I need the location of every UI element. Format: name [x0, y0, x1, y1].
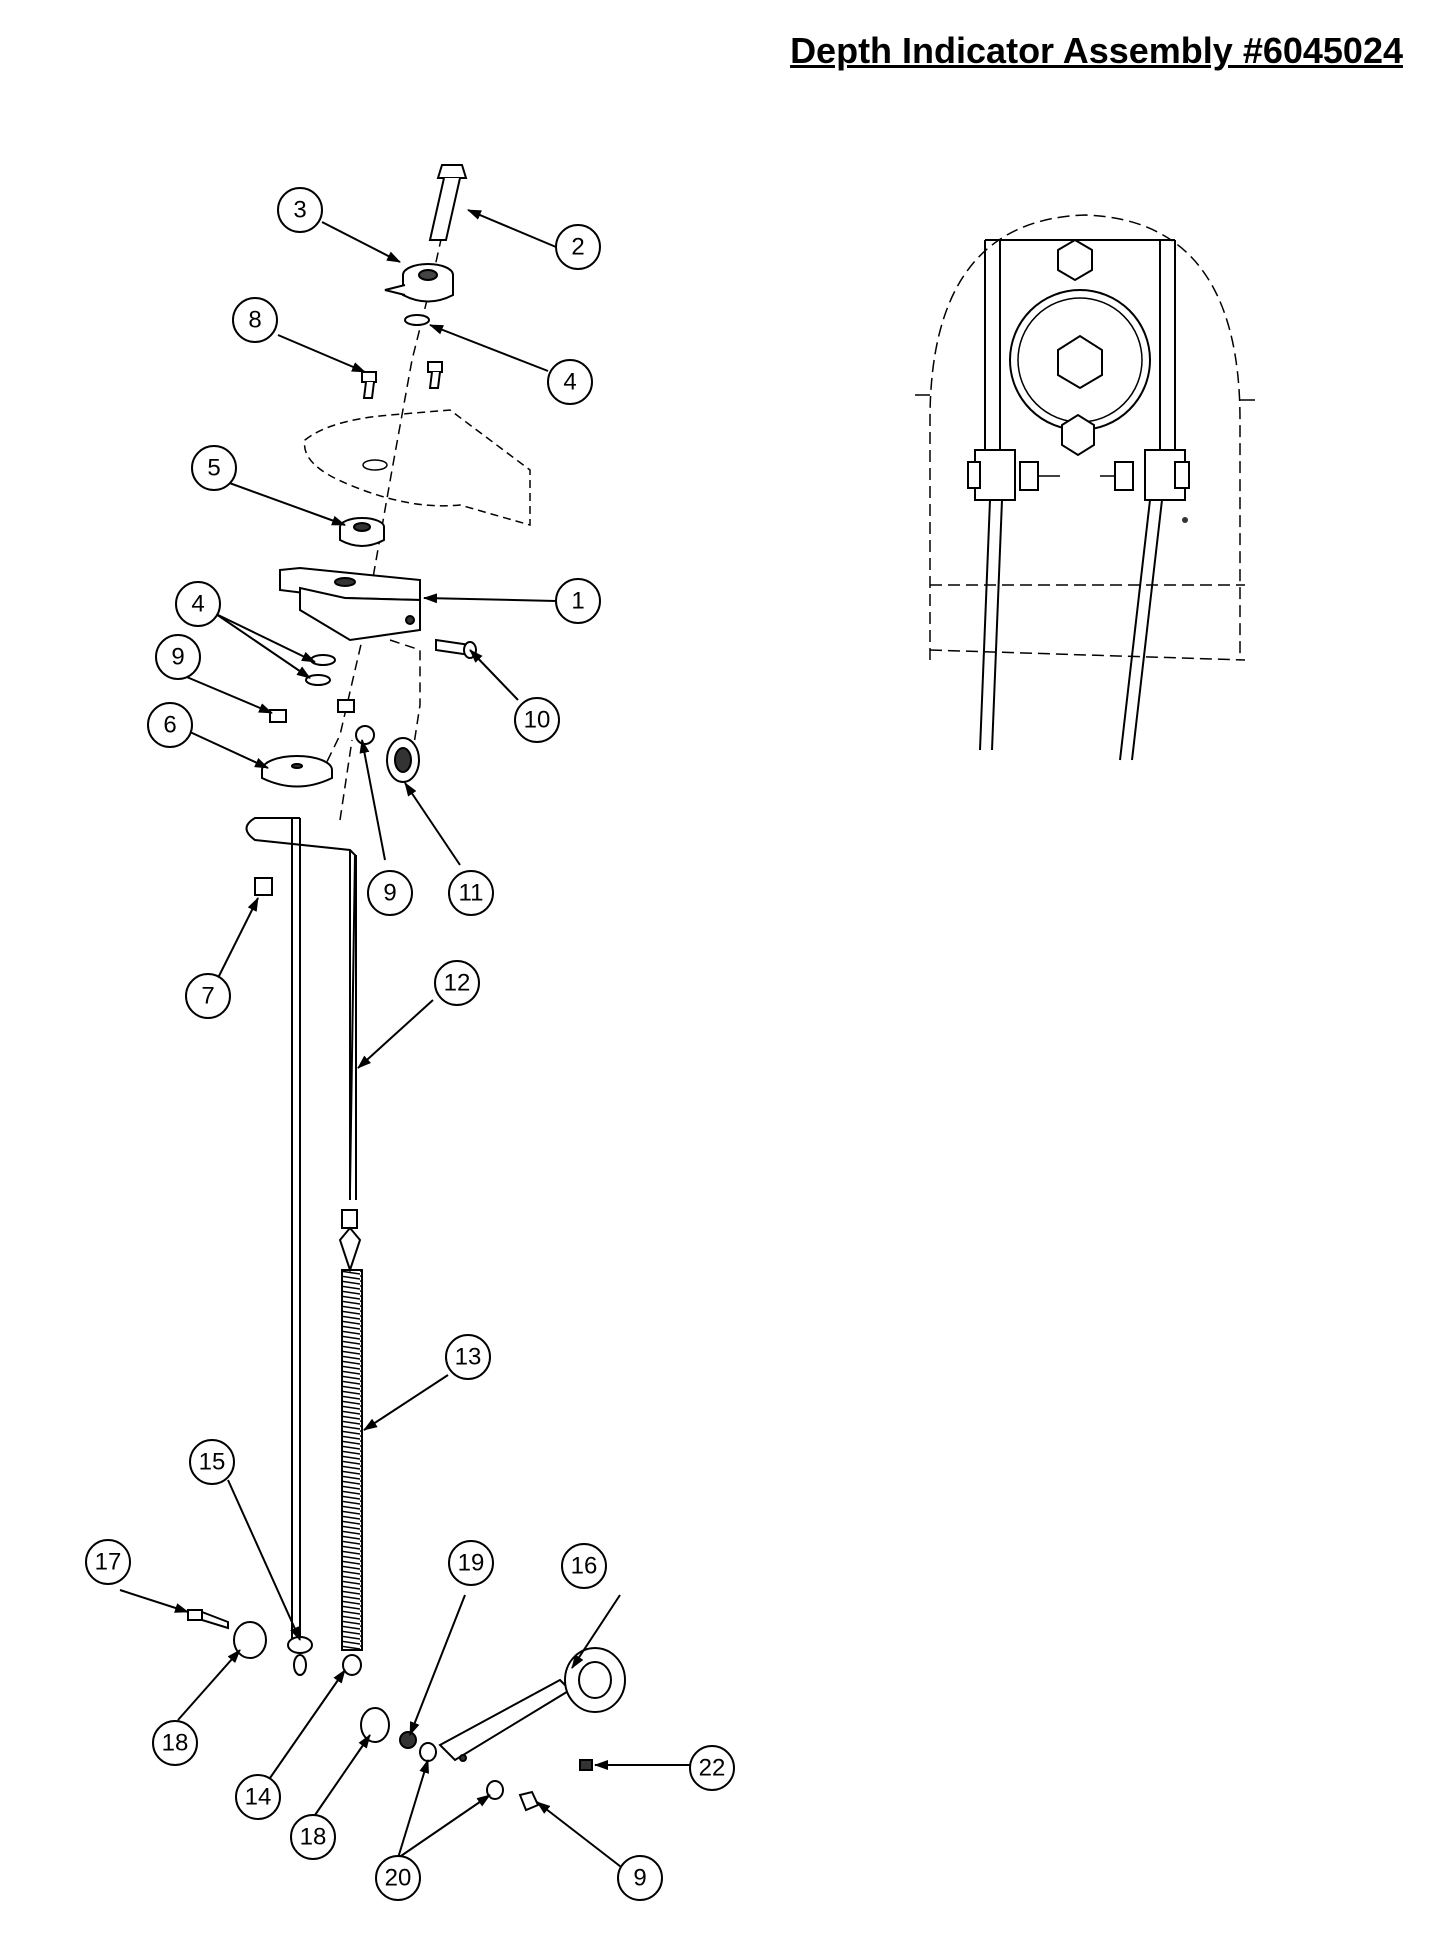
callout-10: 10 [514, 697, 560, 743]
callout-8: 8 [232, 297, 278, 343]
svg-text:11: 11 [459, 880, 484, 907]
part-16-arm [438, 1647, 626, 1762]
callout-16: 16 [561, 1543, 607, 1589]
svg-text:4: 4 [563, 369, 576, 396]
callout-14: 14 [235, 1774, 281, 1820]
svg-text:20: 20 [385, 1865, 412, 1892]
part-13-spring [341, 1269, 363, 1651]
part-10-bolt [435, 638, 477, 659]
dial-plate [303, 409, 531, 526]
inset-pulley-left [967, 449, 1039, 501]
svg-text:19: 19 [458, 1550, 485, 1577]
callout-18-right: 18 [290, 1814, 336, 1860]
part-9-nut-pulley [355, 725, 375, 745]
part-4-washer-lower-1 [310, 654, 336, 666]
part-5-bushing [339, 517, 385, 547]
part-3-pointer [384, 263, 454, 303]
part-8-screws [361, 361, 443, 399]
svg-text:9: 9 [383, 880, 396, 907]
svg-text:5: 5 [207, 455, 220, 482]
inset-nut-top [1057, 238, 1093, 282]
part-11-pulley [386, 737, 420, 783]
callout-4-upper: 4 [547, 359, 593, 405]
svg-text:17: 17 [95, 1549, 122, 1576]
part-19-washer [399, 1731, 417, 1749]
inset-cable-left [979, 499, 1003, 751]
svg-text:3: 3 [293, 197, 306, 224]
part-15-clip [287, 1636, 313, 1676]
part-4-washer-lower-2 [305, 674, 331, 686]
part-9-nut-center [337, 699, 355, 713]
svg-text:15: 15 [199, 1449, 226, 1476]
svg-text:8: 8 [248, 307, 261, 334]
part-18-washer-right [360, 1707, 390, 1743]
svg-text:9: 9 [633, 1865, 646, 1892]
inset-bracket [984, 239, 1176, 470]
callout-18-left: 18 [152, 1720, 198, 1766]
callout-3: 3 [277, 187, 323, 233]
callout-bubbles: 1 2 3 4 4 5 6 7 [85, 187, 735, 1901]
svg-text:12: 12 [444, 970, 471, 997]
part-20-washer-upper [419, 1742, 437, 1762]
callout-12: 12 [434, 960, 480, 1006]
callout-11: 11 [448, 870, 494, 916]
part-1-bracket [279, 566, 421, 642]
svg-text:18: 18 [300, 1824, 327, 1851]
indicator-rod-loop [245, 817, 357, 1191]
inset-nut-lower [1061, 413, 1095, 457]
callout-9-bottom: 9 [617, 1855, 663, 1901]
callout-22: 22 [689, 1745, 735, 1791]
part-9-nut-left [269, 709, 287, 723]
part-17-bolt [187, 1609, 229, 1630]
part-9-nut-bottom [518, 1790, 540, 1812]
pulley-axis-line [389, 639, 421, 771]
callout-7: 7 [185, 973, 231, 1019]
part-6-disk [261, 755, 333, 788]
callout-4-lower: 4 [175, 581, 221, 627]
callout-19: 19 [448, 1540, 494, 1586]
svg-text:16: 16 [571, 1553, 598, 1580]
part-22-set-screw [579, 1759, 593, 1771]
callout-9-left: 9 [155, 634, 201, 680]
callout-9-center: 9 [367, 870, 413, 916]
svg-text:2: 2 [571, 234, 584, 261]
svg-text:13: 13 [455, 1344, 482, 1371]
page-title: Depth Indicator Assembly #6045024 [790, 30, 1403, 71]
bracket-axis-line [339, 739, 353, 821]
inset-nut-center [1057, 334, 1103, 390]
svg-text:10: 10 [524, 707, 551, 734]
callout-5: 5 [191, 445, 237, 491]
callout-13: 13 [445, 1334, 491, 1380]
callout-6: 6 [147, 702, 193, 748]
dial-plate-hole [362, 459, 388, 471]
svg-text:14: 14 [245, 1784, 272, 1811]
inset-cable-right [1119, 499, 1163, 761]
svg-text:18: 18 [162, 1730, 189, 1757]
inset-housing-outline [929, 214, 1241, 660]
part-7-cap-nut [254, 877, 273, 896]
svg-text:22: 22 [699, 1755, 726, 1782]
part-14-hook [342, 1654, 362, 1676]
exploded-view [187, 164, 626, 1812]
inset-detail-view [915, 214, 1255, 761]
callout-15: 15 [189, 1439, 235, 1485]
inset-pulley-right [1114, 449, 1190, 501]
callout-1: 1 [555, 578, 601, 624]
callout-17: 17 [85, 1539, 131, 1585]
part-18-washer-left [233, 1621, 267, 1659]
svg-text:6: 6 [163, 712, 176, 739]
svg-text:7: 7 [201, 983, 214, 1010]
leader-lines [119, 209, 690, 1871]
callout-20: 20 [375, 1855, 421, 1901]
svg-text:9: 9 [171, 644, 184, 671]
part-20-washer-lower [486, 1780, 504, 1800]
svg-text:1: 1 [571, 588, 584, 615]
part-2-bolt [428, 164, 468, 241]
callout-2: 2 [555, 224, 601, 270]
part-4-washer-top [404, 314, 430, 326]
svg-text:4: 4 [191, 591, 204, 618]
